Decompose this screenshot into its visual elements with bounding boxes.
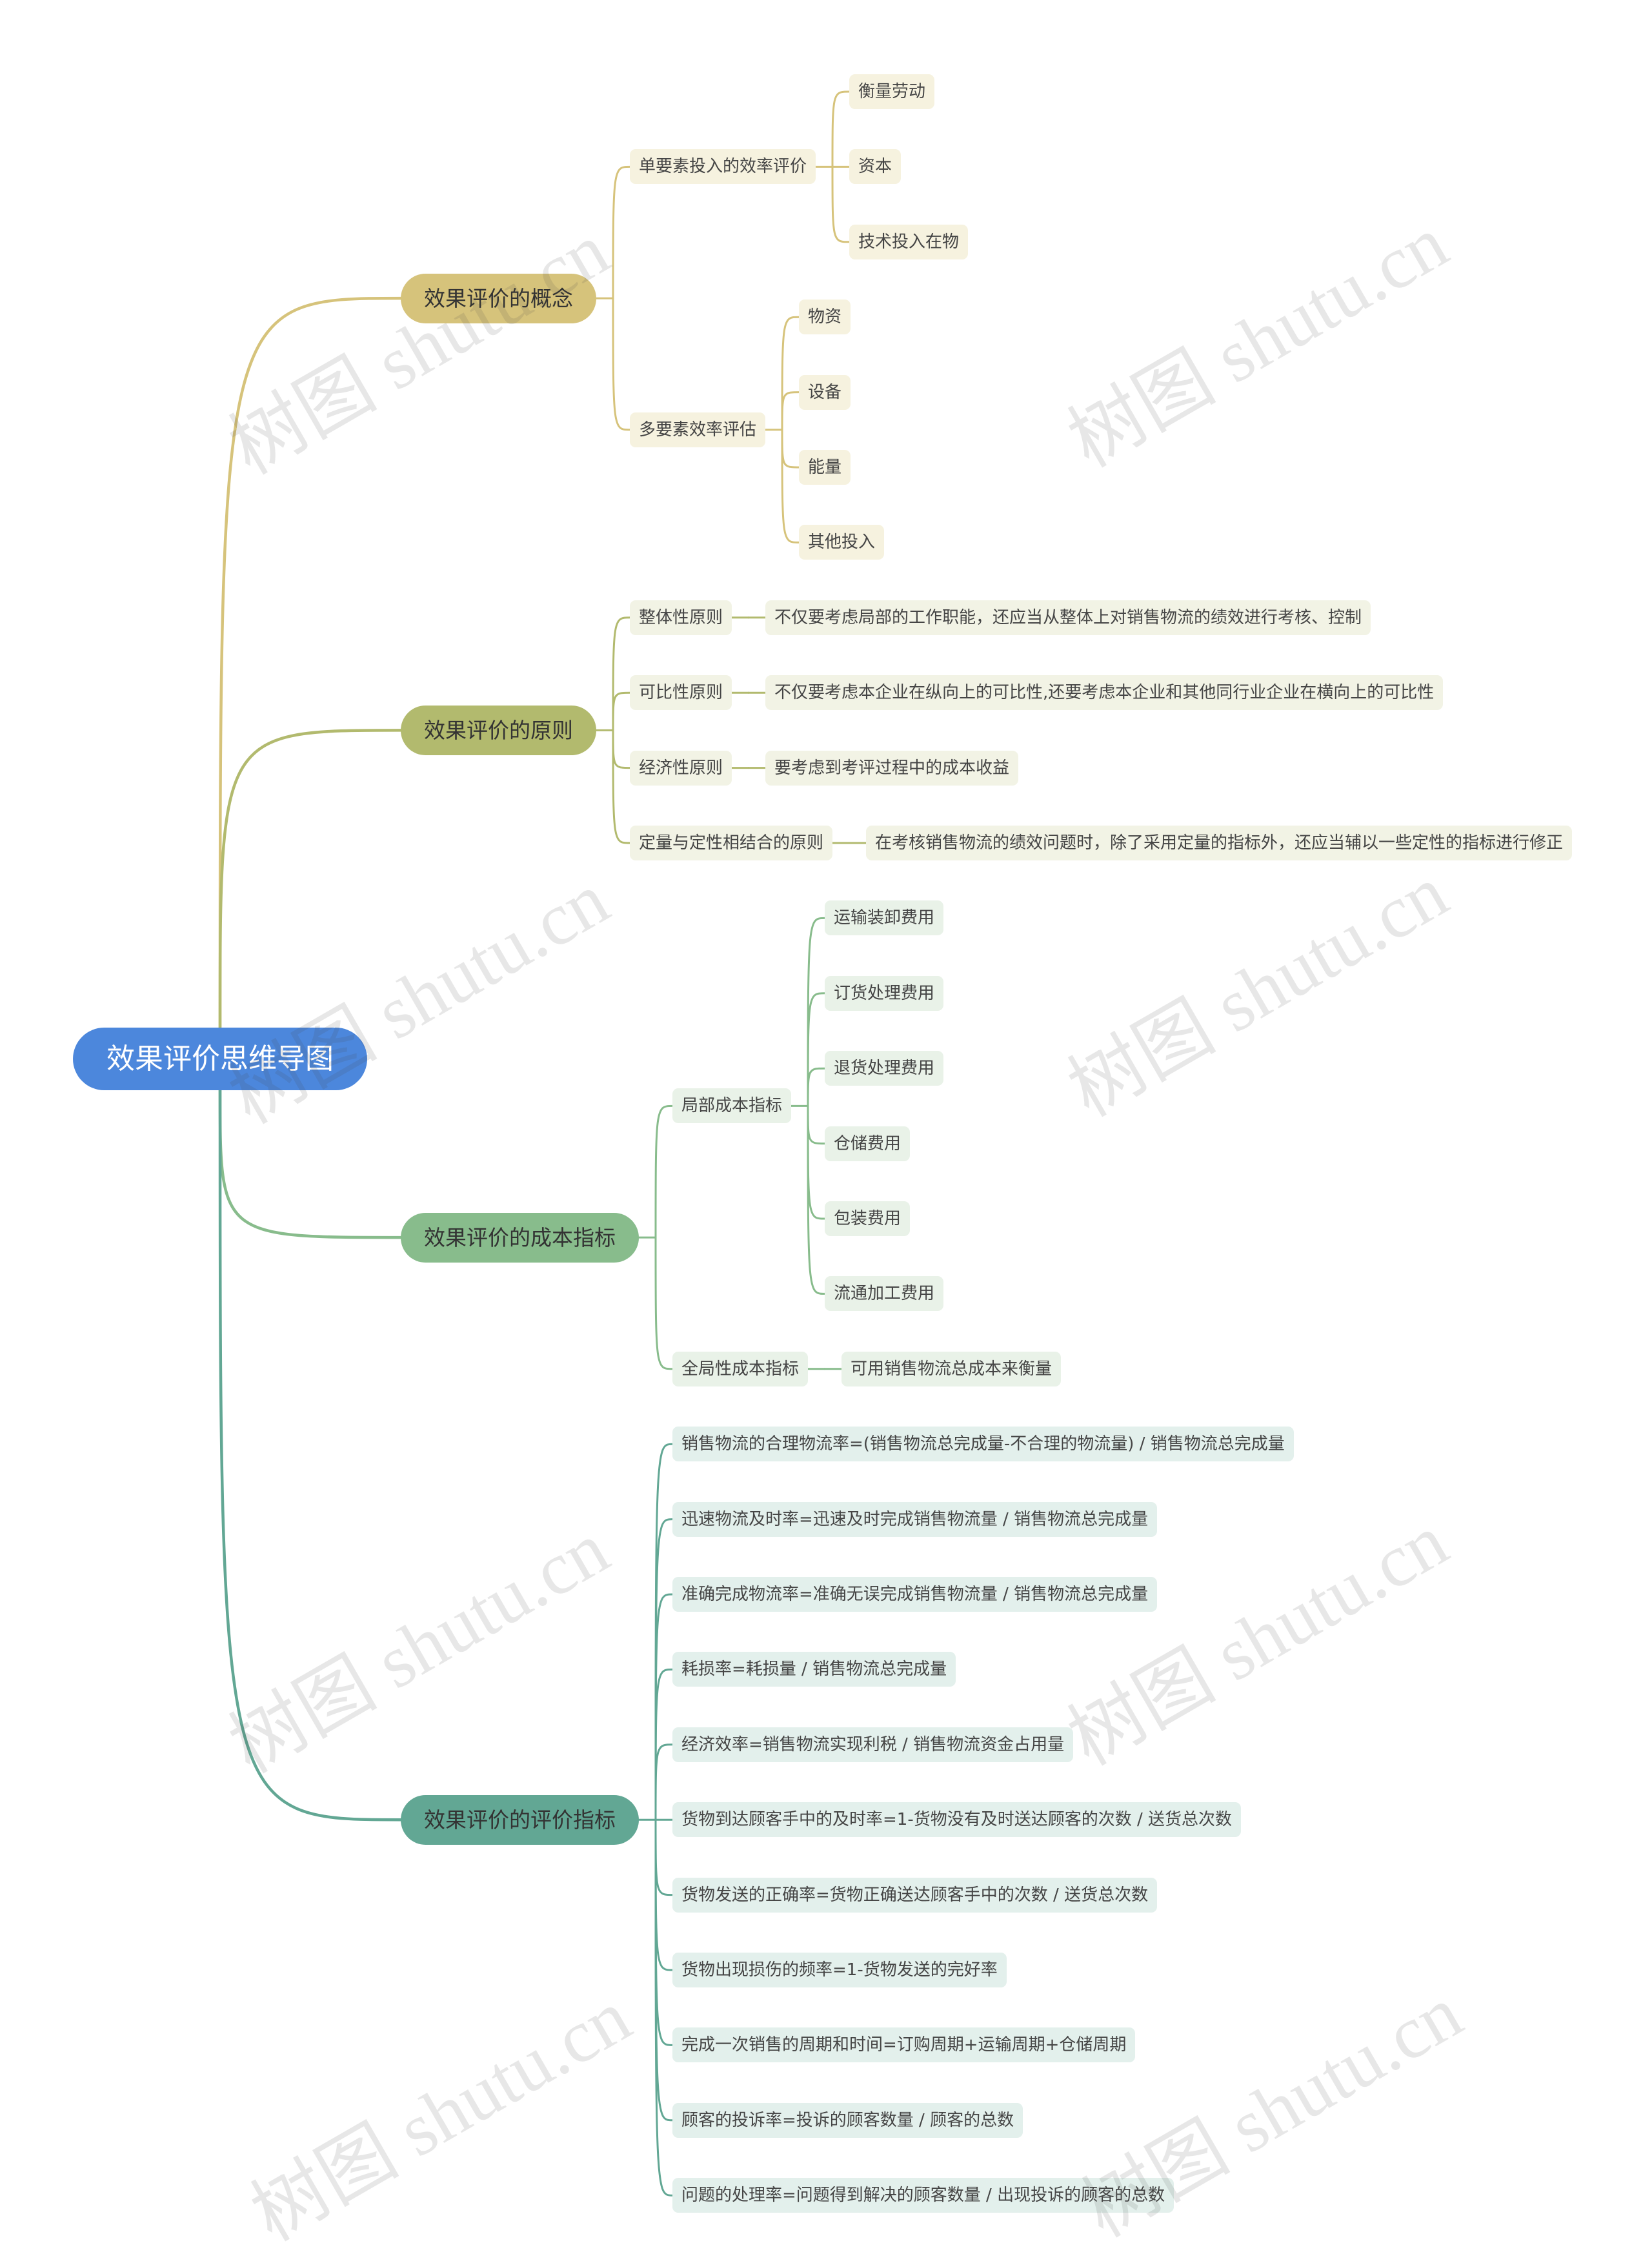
topic-node: 问题的处理率=问题得到解决的顾客数量 / 出现投诉的顾客的总数 [672,2178,1174,2213]
connector-line [807,917,826,1107]
connector-line [781,391,800,431]
topic-node: 定量与定性相结合的原则 [630,826,833,860]
leaf-node: 退货处理费用 [825,1051,944,1086]
topic-node: 完成一次销售的周期和时间=订购周期+运输周期+仓储周期 [672,2027,1136,2063]
connector-line [654,1818,674,1896]
connector-line [654,1743,674,1821]
topic-node: 单要素投入的效率评价 [630,149,816,185]
connector-line [654,1104,674,1239]
leaf-node: 运输装卸费用 [825,900,944,936]
leaf-node: 能量 [799,450,851,485]
topic-node: 迅速物流及时率=迅速及时完成销售物流量 / 销售物流总完成量 [672,1501,1158,1537]
leaf-node: 衡量劳动 [849,74,935,109]
connector-line [807,1067,826,1107]
connector-line [831,90,851,168]
leaf-node: 可用销售物流总成本来衡量 [841,1351,1062,1386]
connector-line [612,729,631,769]
connector-line [612,297,631,431]
topic-node: 全局性成本指标 [672,1351,809,1386]
leaf-node: 设备 [799,374,851,410]
topic-node: 整体性原则 [630,600,732,635]
branch-node: 效果评价的概念 [401,273,596,323]
connector-line [781,429,800,469]
connector-line [807,1104,826,1295]
leaf-node: 订货处理费用 [825,975,944,1011]
connector-line [612,691,631,731]
topic-node: 经济效率=销售物流实现利税 / 销售物流资金占用量 [672,1727,1074,1762]
connector-line [831,165,851,243]
topic-node: 货物到达顾客手中的及时率=1-货物没有及时送达顾客的次数 / 送货总次数 [672,1802,1241,1838]
connector-line [654,1236,674,1370]
topic-node: 经济性原则 [630,750,732,786]
topic-node: 准确完成物流率=准确无误完成销售物流量 / 销售物流总完成量 [672,1577,1158,1612]
connector-line [654,1593,674,1821]
connector-line [781,429,800,543]
leaf-node: 资本 [849,149,902,185]
connector-line [654,1818,674,2046]
connector-line [218,1088,403,1822]
connector-line [612,729,631,844]
branch-node: 效果评价的成本指标 [401,1212,639,1263]
topic-node: 耗损率=耗损量 / 销售物流总完成量 [672,1652,956,1687]
topic-node: 顾客的投诉率=投诉的顾客数量 / 顾客的总数 [672,2102,1023,2138]
connector-line [218,296,403,1030]
branch-node: 效果评价的原则 [401,705,596,755]
connector-line [612,165,631,300]
leaf-node: 技术投入在物 [849,224,969,259]
connector-line [654,1443,674,1821]
connector-line [218,1088,403,1239]
connector-line [807,1104,826,1220]
leaf-node: 不仅要考虑本企业在纵向上的可比性,还要考虑本企业和其他同行业企业在横向上的可比性 [765,675,1444,711]
connector-line [807,992,826,1107]
leaf-node: 其他投入 [799,525,885,560]
root-node: 效果评价思维导图 [73,1028,367,1091]
topic-node: 货物发送的正确率=货物正确送达顾客手中的次数 / 送货总次数 [672,1877,1158,1913]
leaf-node: 流通加工费用 [825,1276,944,1312]
connector-line [807,1104,826,1145]
leaf-node: 不仅要考虑局部的工作职能，还应当从整体上对销售物流的绩效进行考核、控制 [765,600,1371,635]
leaf-node: 仓储费用 [825,1126,911,1161]
leaf-node: 要考虑到考评过程中的成本收益 [765,750,1019,786]
connector-line [654,1818,674,2197]
topic-node: 可比性原则 [630,675,732,711]
branch-node: 效果评价的评价指标 [401,1794,639,1845]
leaf-node: 包装费用 [825,1201,911,1236]
leaf-node: 在考核销售物流的绩效问题时，除了采用定量的指标外，还应当辅以一些定性的指标进行修… [866,826,1573,860]
topic-node: 货物出现损伤的频率=1-货物发送的完好率 [672,1953,1007,1987]
connector-line [612,616,631,731]
leaf-node: 物资 [799,300,851,335]
connector-line [781,316,800,431]
topic-node: 销售物流的合理物流率=(销售物流总完成量-不合理的物流量) / 销售物流总完成量 [672,1427,1294,1462]
topic-node: 局部成本指标 [672,1088,792,1124]
topic-node: 多要素效率评估 [630,412,766,447]
connector-line [218,729,403,1030]
